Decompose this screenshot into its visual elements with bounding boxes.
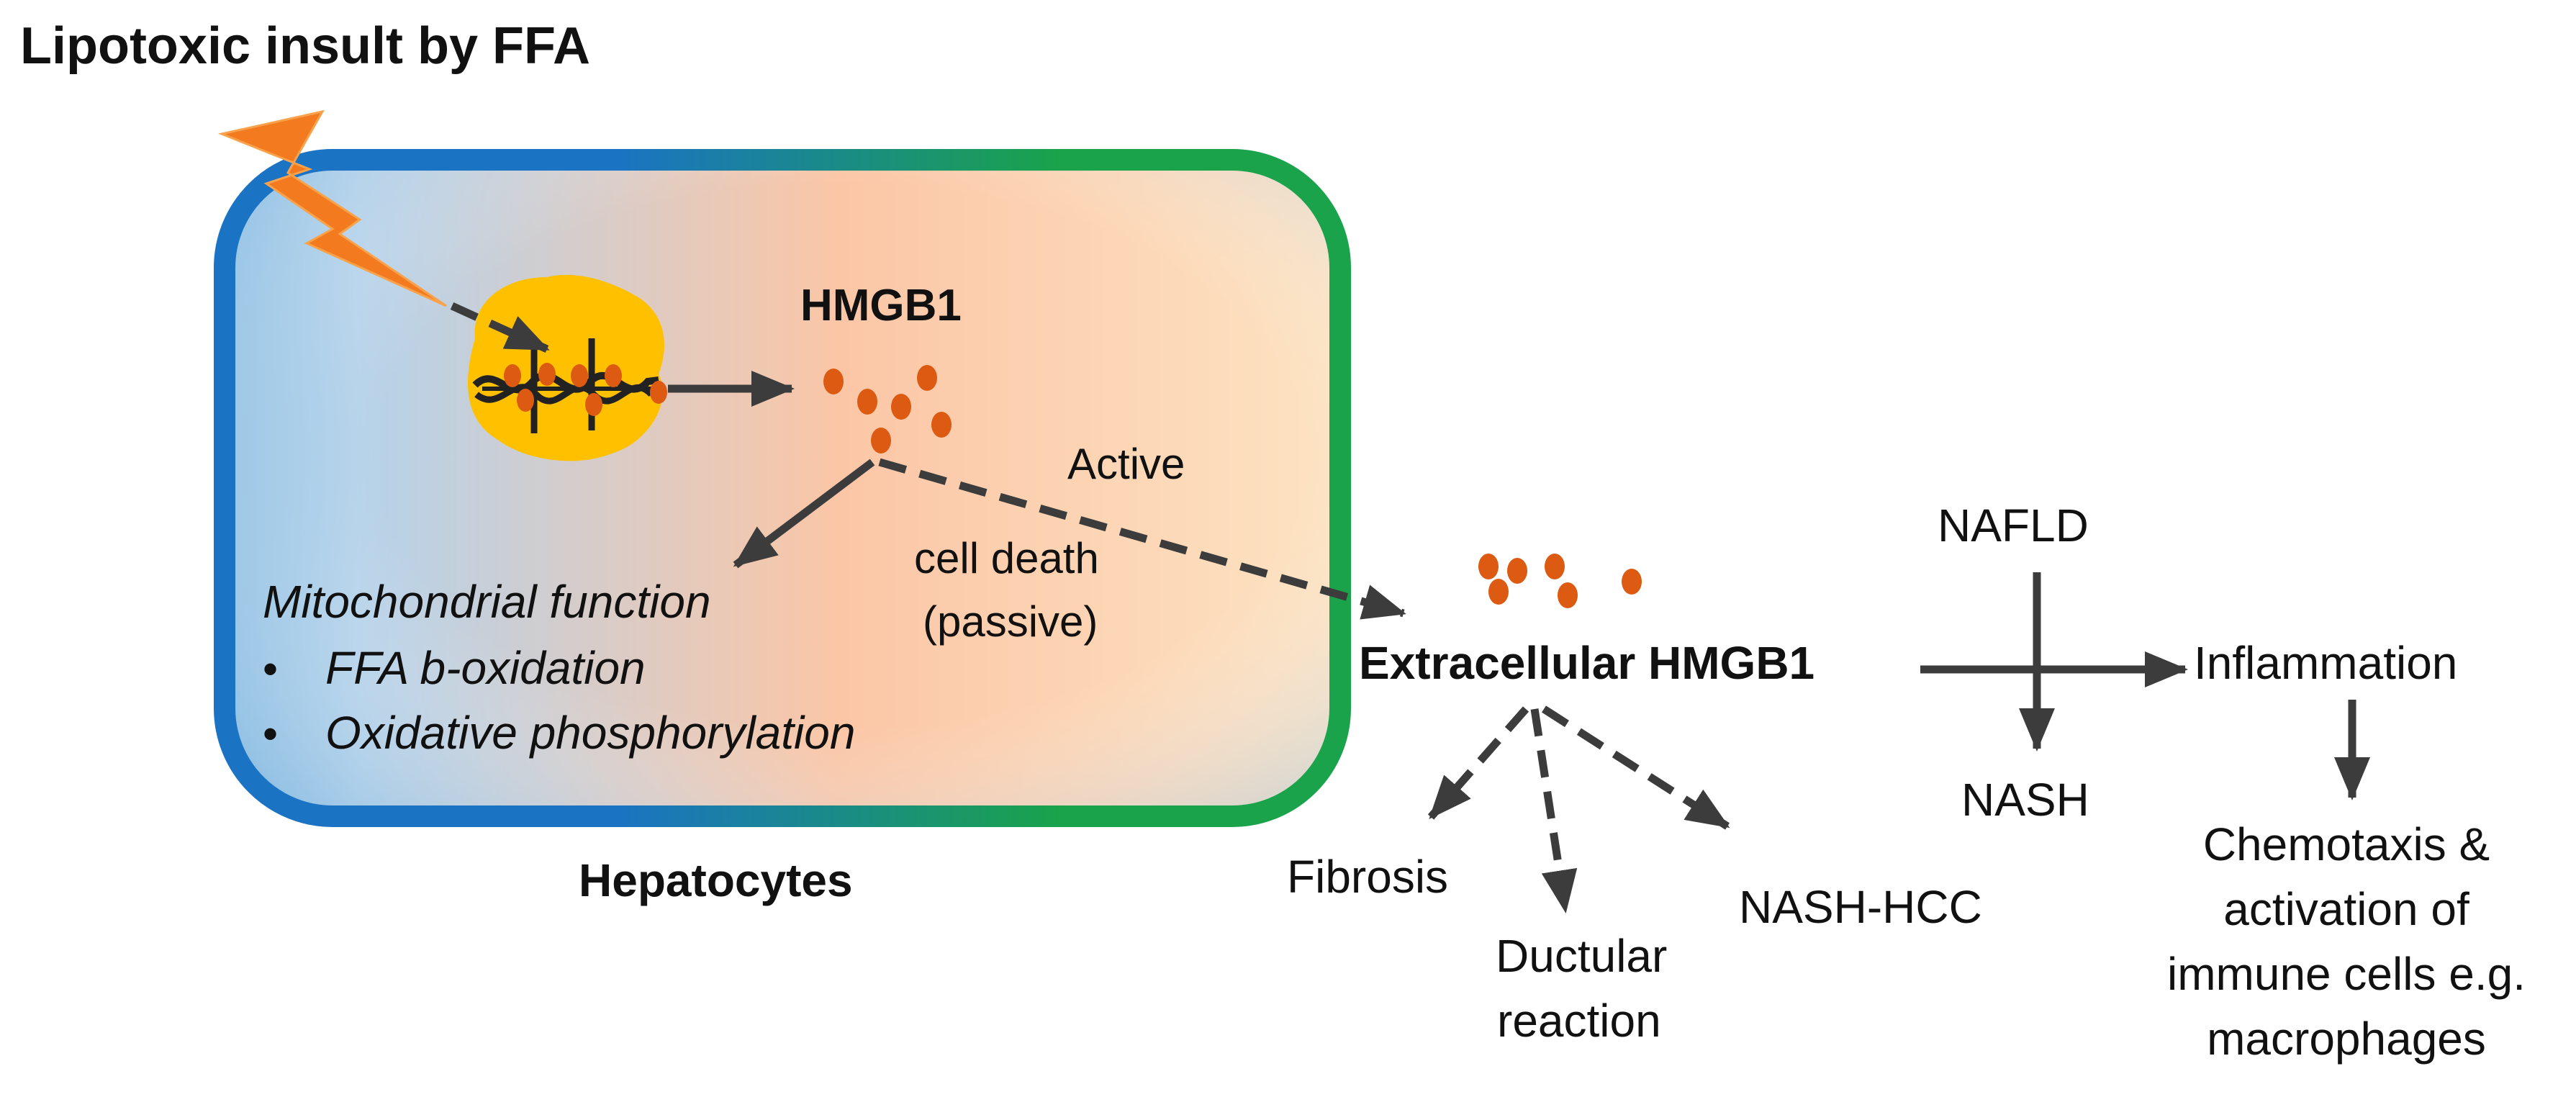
hmgb1-to-mito-arrow — [733, 459, 875, 569]
inflammation-label: Inflammation — [2194, 637, 2457, 689]
chemotaxis-line-1: Chemotaxis & — [2203, 818, 2490, 870]
hmgb1-dots-intracellular — [823, 365, 952, 453]
ductular-label-2: reaction — [1497, 995, 1661, 1047]
diagram-title: Lipotoxic insult by FFA — [20, 17, 590, 75]
fibrosis-label: Fibrosis — [1287, 851, 1448, 903]
release-active-label: Active — [1067, 440, 1185, 488]
nucleus-icon — [468, 274, 667, 461]
nucleus-body — [468, 274, 664, 461]
nash-label: NASH — [1961, 774, 2089, 826]
hmgb1-dots-extracellular — [1478, 554, 1642, 608]
hepatocytes-label: Hepatocytes — [579, 854, 853, 906]
lightning-bolt-icon — [217, 109, 447, 307]
extracellular-hmgb1-label: Extracellular HMGB1 — [1359, 637, 1815, 689]
chemotaxis-line-3: immune cells e.g. — [2167, 948, 2526, 1000]
mito-item-2: Oxidative phosphorylation — [325, 707, 855, 759]
cell-membrane — [214, 149, 1351, 827]
to-fibrosis-arrow — [1427, 706, 1529, 820]
nash-hcc-label: NASH-HCC — [1739, 881, 1982, 933]
chemotaxis-line-2: activation of — [2223, 883, 2469, 935]
mito-bullet-2: • — [263, 710, 278, 758]
nafld-label: NAFLD — [1938, 500, 2089, 551]
mito-bullet-1: • — [263, 645, 278, 693]
hmgb1-release-arrow — [878, 458, 1406, 620]
chromatin-icon — [472, 338, 659, 433]
to-ductular-arrow — [1530, 708, 1578, 913]
mito-heading: Mitochondrial function — [263, 576, 711, 628]
mito-item-1: FFA b-oxidation — [325, 642, 646, 694]
hmgb1-label: HMGB1 — [800, 281, 962, 330]
ductular-label-1: Ductular — [1496, 930, 1667, 982]
to-nash-hcc-arrow — [1542, 705, 1730, 830]
release-passive-label-1: cell death — [914, 534, 1099, 582]
insult-arrow — [450, 302, 550, 353]
chemotaxis-line-4: macrophages — [2207, 1013, 2486, 1065]
release-passive-label-2: (passive) — [923, 597, 1098, 646]
